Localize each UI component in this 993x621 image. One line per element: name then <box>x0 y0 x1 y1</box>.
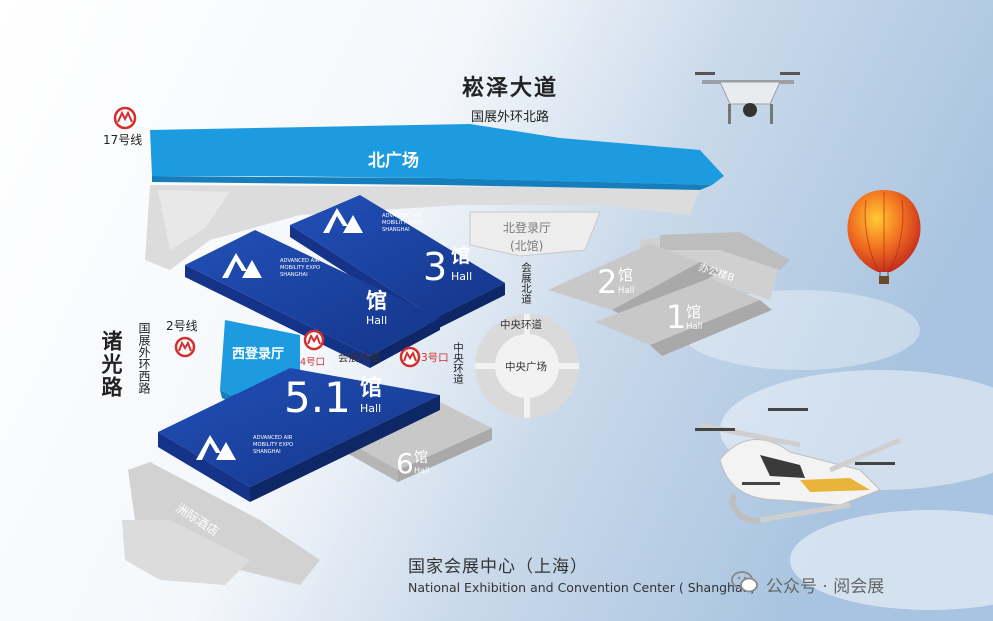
hall-6-en: Hall <box>414 466 429 475</box>
metro-icon-17 <box>113 106 137 130</box>
expo-logo-text-hall4-line1: ADVANCED AIR <box>280 258 320 264</box>
hall-4-en: Hall <box>366 314 387 327</box>
hall-51-guan: 馆 <box>360 375 382 401</box>
road-outer-north: 国展外环北路 <box>470 110 549 125</box>
expo-logo-text-hall3-line1: ADVANCED AIR <box>382 213 422 219</box>
expo-logo-text-hall51-line2: MOBILITY EXPO <box>253 442 293 448</box>
north-hall-label-2: (北馆) <box>510 238 543 253</box>
hall-1-en: Hall <box>686 322 702 332</box>
road-central-ring-vertical: 中央环道 <box>452 342 464 384</box>
expo-logo-mark-hall51 <box>196 435 236 460</box>
hall-4-block <box>185 230 440 356</box>
metro-line-2-label: 2号线 <box>166 319 198 333</box>
hall-6-number: 6 <box>396 447 414 480</box>
expo-logo-text-hall3-line2: MOBILITY EXPO <box>382 220 422 226</box>
hall-51-en: Hall <box>360 402 381 415</box>
north-hall-label-1: 北登录厅 <box>503 220 551 235</box>
expo-logo-text-hall51-line1: ADVANCED AIR <box>253 435 293 441</box>
metro-icon-exit3 <box>399 346 421 368</box>
hotel-block <box>122 520 250 585</box>
central-plaza-label: 中央广场 <box>505 360 547 373</box>
metro-exit4-label: 4号口 <box>300 357 325 368</box>
expo-logo-text-hall51-line3: SHANGHAI <box>253 449 281 455</box>
hall-2-en: Hall <box>618 286 634 296</box>
hall-3-number: 3 <box>423 245 447 289</box>
hall-51-number: 5.1 <box>284 373 351 422</box>
hot-air-balloon-icon <box>847 190 921 284</box>
road-exhibition-north: 会展北道 <box>520 262 532 304</box>
hall-1-number: 1 <box>666 298 686 336</box>
expo-logo-text-hall3-line3: SHANGHAI <box>382 227 410 233</box>
hall-6-block <box>345 402 492 470</box>
metro-line-17-label: 17号线 <box>103 133 143 147</box>
hall-4-guan: 馆 <box>366 289 387 313</box>
expo-logo-mark-hall4 <box>222 253 262 278</box>
quadcopter-drone-icon <box>695 72 800 124</box>
west-road-label: 会展西道 <box>338 351 380 364</box>
hall-3-en: Hall <box>451 270 472 283</box>
road-zhuguang: 诸光路 <box>99 330 123 399</box>
west-hall-label: 西登录厅 <box>232 346 284 362</box>
central-ring-label: 中央环道 <box>500 318 542 331</box>
north-plaza-label: 北广场 <box>368 150 419 171</box>
metro-exit3-label: 3号口 <box>421 352 449 364</box>
hall-1-guan: 馆 <box>686 303 701 321</box>
metro-icon-exit4 <box>303 329 325 351</box>
venue-name-cn: 国家会展中心（上海） <box>408 557 588 577</box>
hall-2-block <box>548 244 700 310</box>
watermark-text: 公众号 · 阅会展 <box>766 577 885 597</box>
evtol-aircraft-icon <box>695 408 901 524</box>
north-surround <box>145 185 700 270</box>
hall-2-number: 2 <box>597 263 617 301</box>
road-outer-west: 国展外环西路 <box>137 322 151 394</box>
expo-logo-text-hall4-line2: MOBILITY EXPO <box>280 265 320 271</box>
road-songze-avenue: 崧泽大道 <box>461 76 558 101</box>
venue-name-en: National Exhibition and Convention Cente… <box>408 580 755 595</box>
metro-icon-2 <box>174 336 196 358</box>
expo-logo-text-hall4-line3: SHANGHAI <box>280 272 308 278</box>
north-plaza-shape <box>150 124 724 185</box>
hall-2-guan: 馆 <box>618 266 633 284</box>
west-south-block <box>128 462 320 585</box>
expo-logo-mark-hall3 <box>323 208 363 233</box>
north-registration-hall <box>469 211 601 257</box>
hall-3-guan: 馆 <box>451 244 470 267</box>
hall-6-guan: 馆 <box>414 450 428 466</box>
hall-1-block <box>595 278 760 345</box>
wechat-icon <box>731 571 758 593</box>
